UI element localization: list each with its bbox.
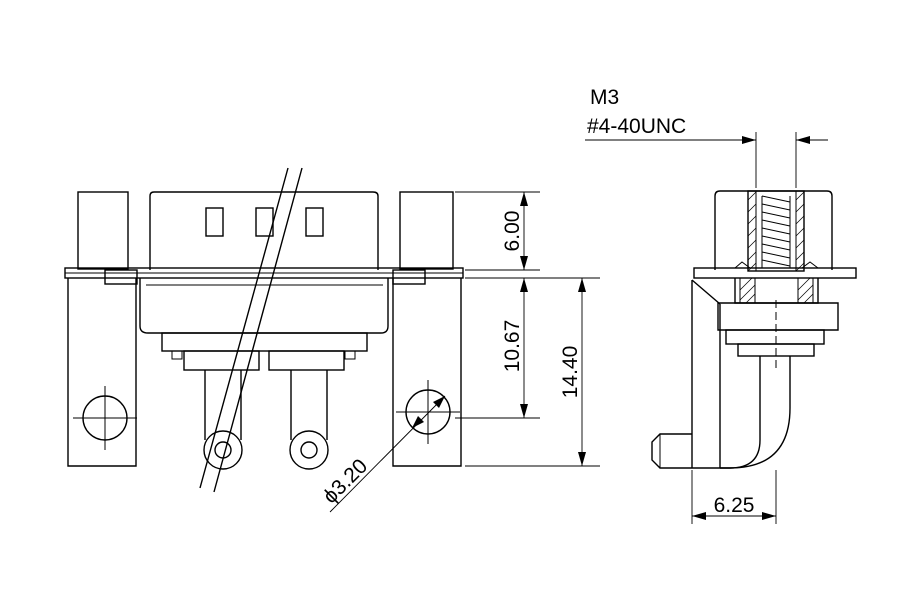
dim-6-25: 6.25 — [714, 494, 755, 517]
shell-upper — [149, 191, 379, 270]
side-insulator — [717, 302, 839, 331]
front-dimensions: 6.00 10.67 14.40 ϕ3.20 — [319, 191, 600, 513]
pin-right — [290, 370, 328, 440]
dim-phi-3-20: ϕ3.20 — [319, 455, 372, 508]
left-bracket-leg — [67, 278, 137, 467]
right-top-tab — [399, 191, 454, 270]
pin-nose — [651, 433, 692, 469]
dim-6-00: 6.00 — [501, 211, 524, 252]
pin-left — [204, 370, 242, 440]
dim-10-67: 10.67 — [501, 320, 524, 373]
dim-14-40: 14.40 — [559, 346, 582, 399]
side-flange — [693, 267, 857, 279]
side-bracket — [691, 280, 721, 468]
contact-window-1 — [205, 207, 224, 237]
side-clinch — [734, 278, 819, 304]
insulator — [161, 332, 368, 352]
front-view — [64, 167, 464, 493]
break-line-1 — [199, 167, 289, 489]
left-clip — [104, 269, 138, 285]
bent-pin-curve — [692, 356, 791, 469]
side-dimensions: M3 #4-40UNC 6.25 — [585, 86, 828, 524]
bent-pin-outer — [720, 356, 761, 469]
left-top-tab — [77, 191, 129, 270]
thread-m3-label: M3 — [590, 86, 619, 109]
right-clip — [392, 269, 426, 285]
thread-unc-label: #4-40UNC — [587, 115, 686, 138]
break-line-2 — [213, 167, 303, 493]
side-view — [651, 190, 857, 469]
contact-window-3 — [305, 207, 324, 237]
right-bracket-leg — [392, 278, 462, 467]
